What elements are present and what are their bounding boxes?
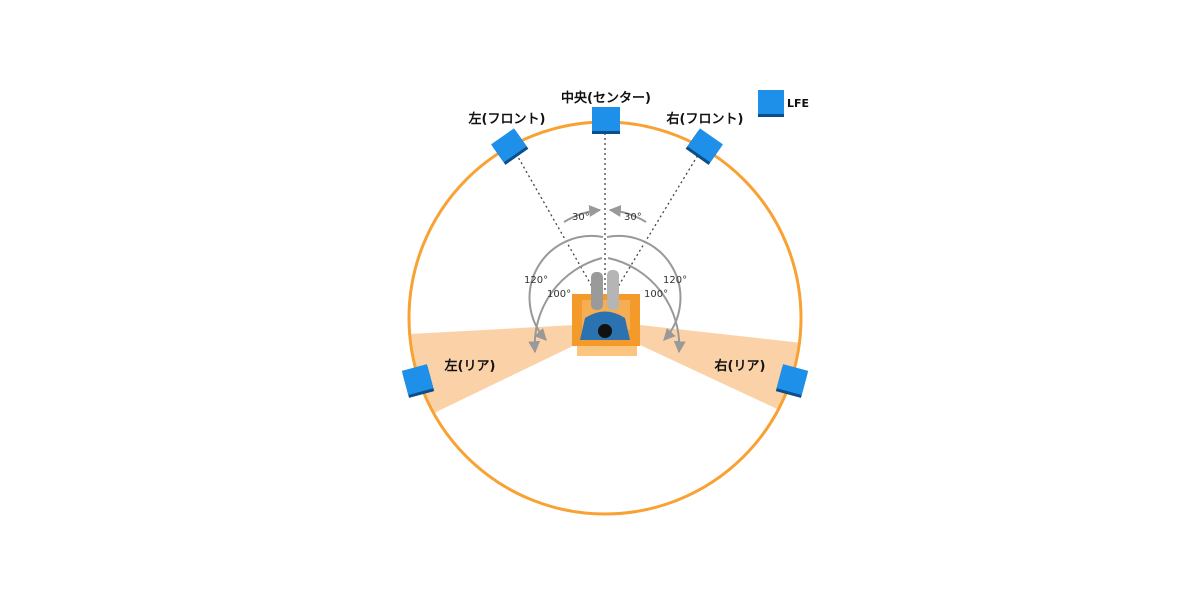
label-lfe: LFE [787, 97, 809, 110]
label-front-left: 左(フロント) [469, 111, 546, 127]
arc-30-left [563, 205, 602, 223]
listener-leg-left [591, 272, 603, 310]
angle-30-right: 30° [624, 212, 642, 223]
arc-30-right [608, 205, 647, 223]
speaker-rear-left [401, 364, 435, 398]
speaker-front-right [685, 128, 723, 165]
arc-120-right [607, 257, 686, 354]
listener-leg-right [607, 270, 619, 310]
line-to-front-right [615, 149, 702, 291]
angle-100-right: 100° [644, 289, 668, 300]
listener-seat [572, 270, 640, 356]
label-front-right: 右(フロント) [666, 111, 744, 127]
front-speaker-lines [513, 124, 702, 291]
speaker-front-left [491, 128, 529, 165]
angle-120-left: 120° [524, 275, 548, 286]
angle-arcs [528, 205, 686, 354]
arc-100-left [528, 234, 604, 341]
speaker-lfe [758, 90, 784, 117]
angle-30-left: 30° [572, 212, 590, 223]
label-rear-right: 右(リア) [714, 358, 766, 374]
arc-120-left [528, 257, 603, 354]
angle-120-right: 120° [663, 275, 687, 286]
label-rear-left: 左(リア) [445, 358, 496, 374]
speaker-center [592, 107, 620, 134]
angle-100-left: 100° [547, 289, 571, 300]
speaker-rear-right [775, 364, 809, 398]
label-center: 中央(センター) [561, 90, 651, 106]
listener-head [598, 324, 612, 338]
